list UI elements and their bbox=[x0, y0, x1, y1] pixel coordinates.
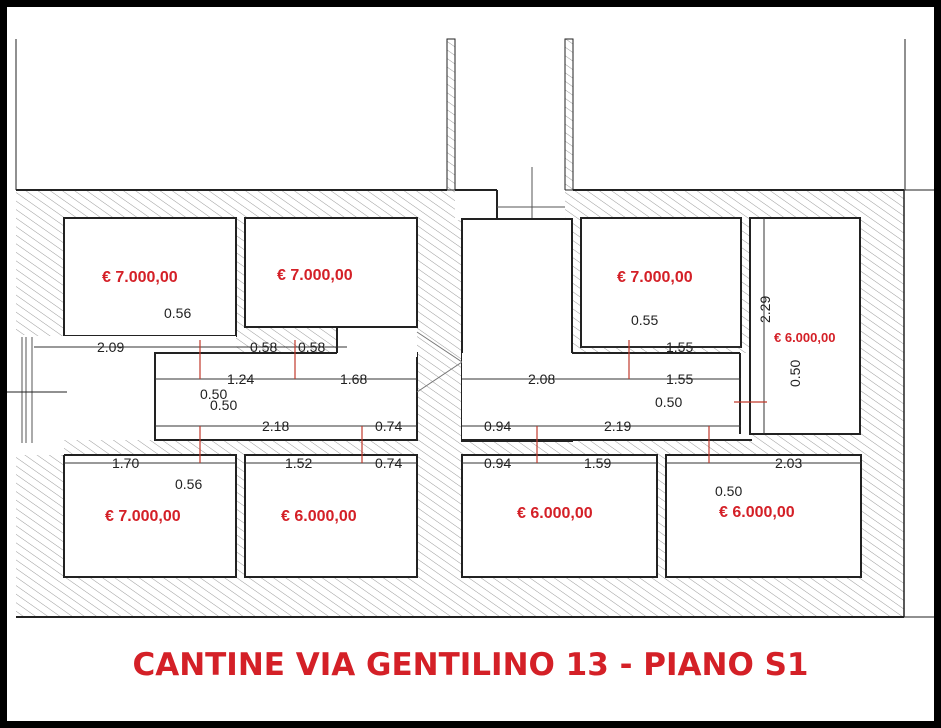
dim-label: 0.50 bbox=[715, 483, 742, 499]
dim-label: 0.56 bbox=[164, 305, 191, 321]
dim-label: 2.08 bbox=[528, 371, 555, 387]
dim-label: 1.59 bbox=[584, 455, 611, 471]
dim-label: 0.55 bbox=[631, 312, 658, 328]
dim-label: 2.09 bbox=[97, 339, 124, 355]
floor-plan-drawing: 2.09 0.56 0.58 0.58 1.24 1.68 0.50 0.50 … bbox=[7, 38, 934, 618]
dim-label: 0.50 bbox=[200, 386, 227, 402]
price-label-top-left-2: € 7.000,00 bbox=[277, 267, 353, 284]
dimension-lines bbox=[34, 218, 861, 464]
dim-label: 0.50 bbox=[655, 394, 682, 410]
dim-label: 1.55 bbox=[666, 371, 693, 387]
dim-label: 0.74 bbox=[375, 455, 402, 471]
dim-label: 0.94 bbox=[484, 455, 511, 471]
dim-label: 2.19 bbox=[604, 418, 631, 434]
price-label-bottom-right-1: € 6.000,00 bbox=[517, 505, 593, 522]
price-label-bottom-right-2: € 6.000,00 bbox=[719, 504, 795, 521]
red-markers bbox=[199, 340, 767, 463]
price-label-bottom-left-1: € 7.000,00 bbox=[105, 508, 181, 525]
dim-label: 1.24 bbox=[227, 371, 254, 387]
dim-label: 1.68 bbox=[340, 371, 367, 387]
price-label-top-right-1: € 7.000,00 bbox=[617, 269, 693, 286]
dim-label: 2.03 bbox=[775, 455, 802, 471]
dim-label: 1.55 bbox=[666, 339, 693, 355]
dimension-labels: 2.09 0.56 0.58 0.58 1.24 1.68 0.50 0.50 … bbox=[97, 296, 803, 499]
dim-label: 0.50 bbox=[210, 397, 237, 413]
dim-label: 0.94 bbox=[484, 418, 511, 434]
price-label-top-left-1: € 7.000,00 bbox=[102, 269, 178, 286]
dim-label: 0.58 bbox=[298, 339, 325, 355]
dim-label: 1.70 bbox=[112, 455, 139, 471]
dim-label: 2.29 bbox=[757, 296, 773, 323]
floor-plan-sheet: 2.09 0.56 0.58 0.58 1.24 1.68 0.50 0.50 … bbox=[7, 7, 934, 721]
dim-label: 0.56 bbox=[175, 476, 202, 492]
dim-label: 1.52 bbox=[285, 455, 312, 471]
cellar-rooms bbox=[7, 217, 862, 578]
dim-label: 2.18 bbox=[262, 418, 289, 434]
price-label-bottom-left-2: € 6.000,00 bbox=[281, 508, 357, 525]
unit-prices: € 7.000,00 € 7.000,00 € 7.000,00 € 6.000… bbox=[102, 267, 835, 525]
plan-title: CANTINE VIA GENTILINO 13 - PIANO S1 bbox=[132, 647, 809, 683]
price-label-right-tall: € 6.000,00 bbox=[774, 330, 835, 345]
dim-label: 0.74 bbox=[375, 418, 402, 434]
dim-label: 0.50 bbox=[787, 360, 803, 387]
dim-label: 0.58 bbox=[250, 339, 277, 355]
